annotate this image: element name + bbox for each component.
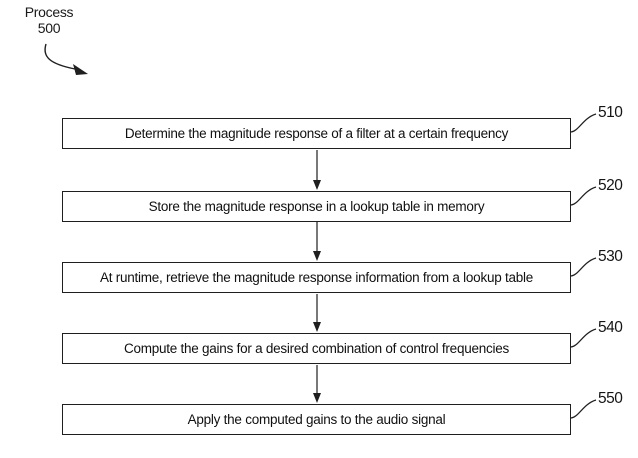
process-pointer-arrow — [44, 43, 88, 75]
ref-label-510: 510 — [598, 104, 623, 121]
ref-label-530: 530 — [598, 248, 623, 265]
step-box-540: Compute the gains for a desired combinat… — [62, 333, 571, 364]
ref-label-540: 540 — [598, 319, 623, 336]
step-text: Determine the magnitude response of a fi… — [124, 126, 509, 141]
ref-leader-lines — [570, 113, 597, 419]
step-box-510: Determine the magnitude response of a fi… — [62, 118, 571, 149]
process-caption-label: Process — [24, 4, 74, 20]
process-caption: Process 500 — [14, 4, 84, 36]
ref-label-550: 550 — [598, 390, 623, 407]
step-box-530: At runtime, retrieve the magnitude respo… — [62, 262, 571, 293]
ref-label-520: 520 — [598, 177, 623, 194]
step-text: Compute the gains for a desired combinat… — [124, 341, 509, 356]
step-text: Apply the computed gains to the audio si… — [187, 412, 446, 427]
step-text: At runtime, retrieve the magnitude respo… — [100, 270, 533, 285]
step-box-520: Store the magnitude response in a lookup… — [62, 191, 571, 222]
process-caption-number: 500 — [37, 20, 61, 36]
step-text: Store the magnitude response in a lookup… — [148, 199, 485, 214]
step-box-550: Apply the computed gains to the audio si… — [62, 404, 571, 435]
